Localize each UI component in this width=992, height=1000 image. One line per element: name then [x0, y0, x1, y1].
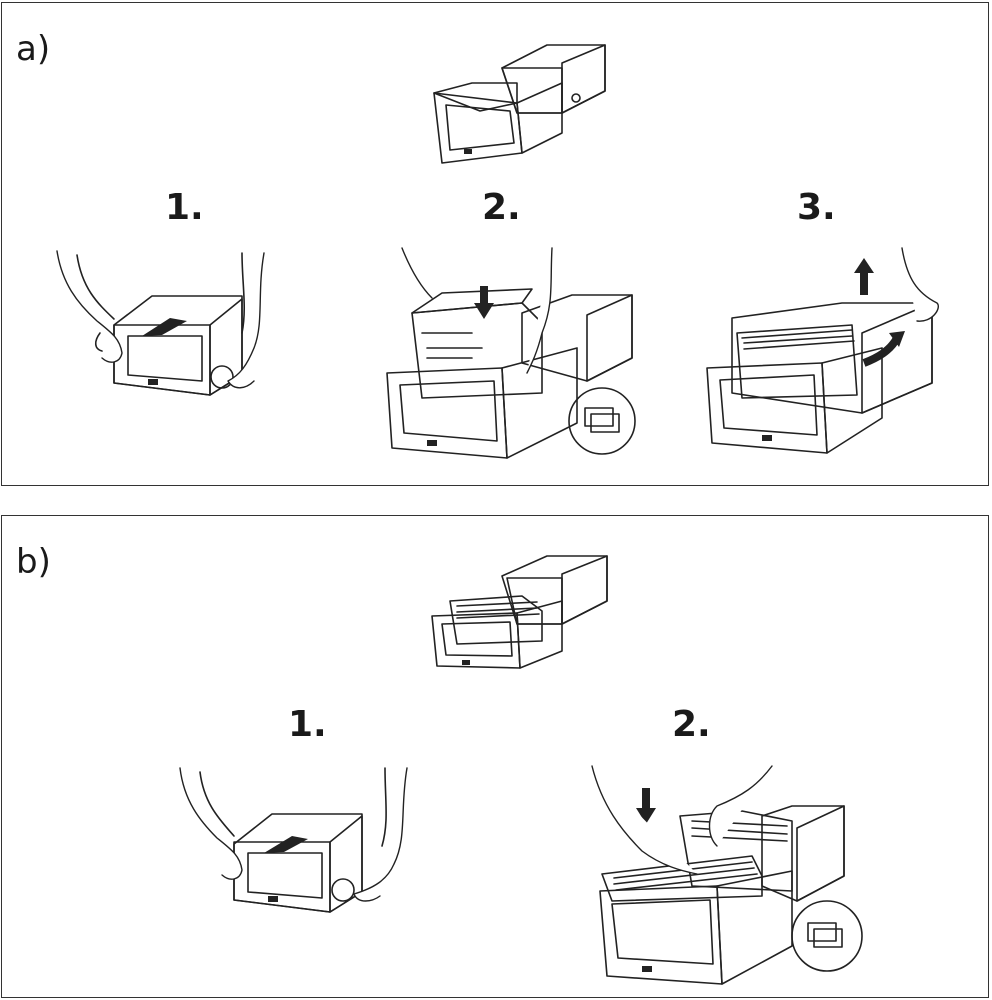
step-3-dispenser-unwrapping: [706, 247, 939, 454]
dispenser-overview-empty: [433, 44, 606, 164]
step-2-dispenser-loading: [386, 247, 636, 459]
panel-a-step-2-number: 2.: [482, 187, 521, 228]
panel-a-step-1-number: 1.: [165, 187, 204, 228]
step-1-dispenser-closed: [56, 250, 265, 396]
panel-b-illustrations: [179, 555, 863, 985]
panel-a-step-3-number: 3.: [797, 187, 836, 228]
panel-b-step-1-number: 1.: [288, 704, 327, 745]
panel-b-label: b): [16, 542, 51, 582]
panel-a-illustrations: [56, 44, 939, 459]
panel-a-label: a): [16, 29, 51, 69]
step-1-dispenser-closed-b: [179, 767, 408, 913]
panel-b-step-2-number: 2.: [672, 704, 711, 745]
step-2-dispenser-refill: [591, 765, 863, 985]
panel-a: a) 1. 2. 3.: [1, 2, 989, 486]
dispenser-overview-filled: [431, 555, 608, 669]
panel-b: b) 1. 2.: [1, 515, 989, 998]
